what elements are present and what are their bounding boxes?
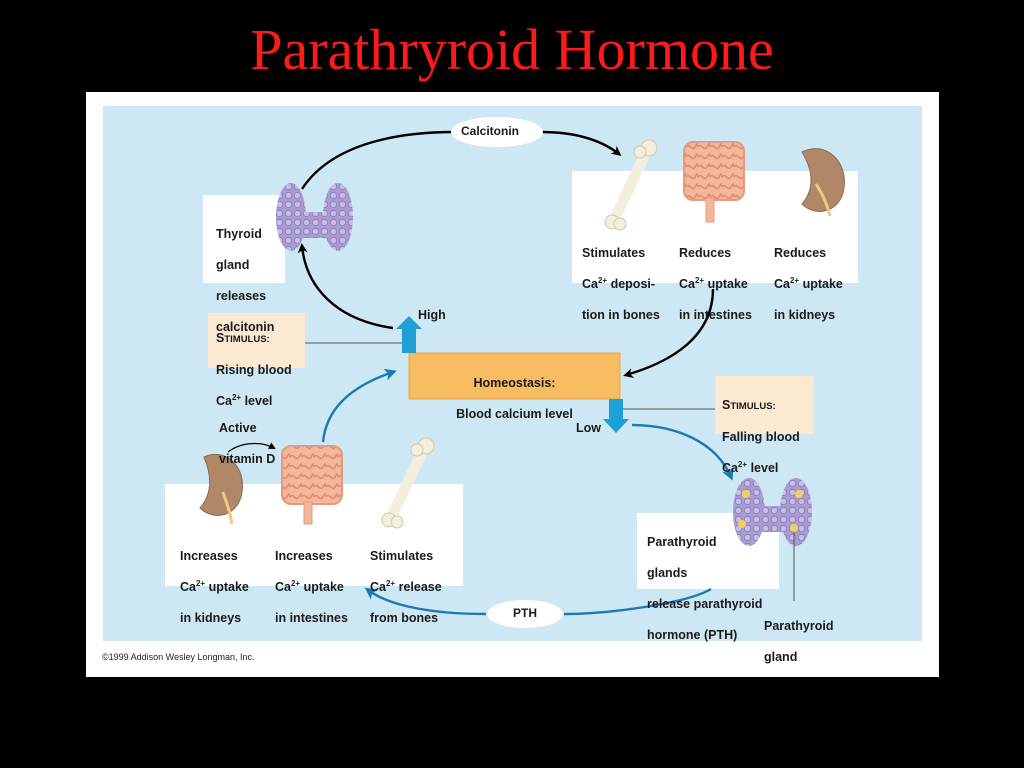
stimulus-falling-label: STIMULUS: Falling blood Ca2+ level bbox=[722, 397, 800, 475]
pth-label: PTH bbox=[513, 606, 537, 620]
high-label: High bbox=[418, 308, 446, 322]
diagram-graphics bbox=[165, 117, 858, 628]
stimulus-rising-box bbox=[208, 313, 305, 368]
effect-top-intestines-label: Reduces Ca2+ uptake in intestines bbox=[679, 245, 752, 322]
figure: Calcitonin Thyroid gland releases calcit… bbox=[86, 92, 939, 677]
effect-top-kidneys-label: Reduces Ca2+ uptake in kidneys bbox=[774, 245, 843, 322]
arrow-thyroid-to-calcitonin bbox=[300, 130, 455, 190]
calcitonin-label: Calcitonin bbox=[461, 124, 520, 138]
stimulus-rising-label: STIMULUS: Rising blood Ca2+ level bbox=[216, 330, 292, 408]
arrow-low-to-parathyroid bbox=[631, 423, 734, 481]
effect-bottom-intestines-label: Increases Ca2+ uptake in intestines bbox=[275, 548, 348, 625]
thyroid-gland-icon bbox=[276, 183, 353, 251]
high-arrow bbox=[396, 316, 422, 353]
intestine-icon bbox=[281, 445, 343, 525]
calcitonin-oval bbox=[451, 117, 543, 147]
arrow-pth-to-effects bbox=[364, 587, 487, 616]
homeostasis-label: Homeostasis: Blood calcium level bbox=[456, 375, 573, 421]
thyroid-label: Thyroid gland releases calcitonin bbox=[216, 226, 275, 334]
pth-oval bbox=[487, 600, 563, 628]
effect-top-bones-label: Stimulates Ca2+ deposi- tion in bones bbox=[582, 245, 660, 322]
arrow-intestines-to-homeostasis bbox=[321, 368, 397, 443]
low-label: Low bbox=[576, 421, 601, 435]
bone-icon bbox=[604, 139, 658, 231]
effect-bottom-kidneys-label: Increases Ca2+ uptake in kidneys bbox=[180, 548, 249, 625]
homeostasis-box bbox=[408, 352, 621, 400]
kidney-icon bbox=[801, 148, 845, 217]
low-arrow bbox=[603, 399, 629, 433]
vitamin-d-label: Active vitamin D bbox=[219, 420, 276, 466]
arrow-vitamin-d bbox=[227, 442, 276, 453]
arrow-calcitonin-to-effects bbox=[540, 130, 622, 156]
effect-bottom-bones-label: Stimulates Ca2+ release from bones bbox=[370, 548, 442, 625]
stimulus-falling-box bbox=[715, 376, 814, 434]
bone-icon bbox=[381, 437, 435, 529]
parathyroid-gland-label: Parathyroid gland bbox=[764, 618, 834, 664]
arrow-parathyroid-to-pth bbox=[563, 587, 712, 616]
intestine-icon bbox=[683, 141, 745, 223]
thyroid-label-box bbox=[203, 195, 285, 283]
copyright: ©1999 Addison Wesley Longman, Inc. bbox=[102, 652, 255, 662]
parathyroid-label: Parathyroid glands release parathyroid h… bbox=[647, 534, 763, 642]
kidney-icon bbox=[199, 454, 243, 525]
arrow-high-to-thyroid bbox=[297, 243, 394, 330]
arrow-effects-to-homeostasis bbox=[623, 288, 715, 378]
parathyroid-glands-icon bbox=[733, 478, 812, 546]
slide-title: Parathryroid Hormone bbox=[250, 17, 774, 82]
